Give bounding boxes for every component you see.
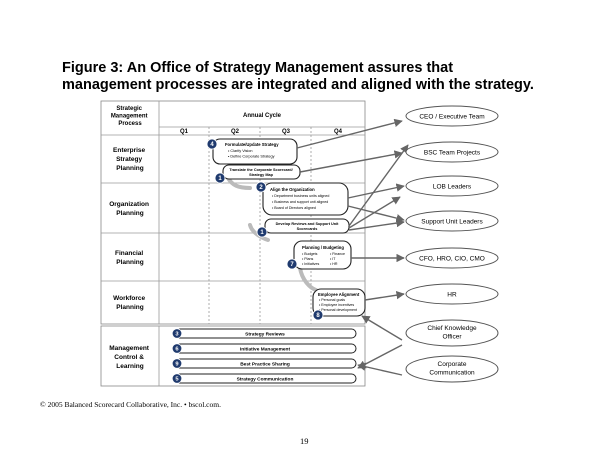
figure-title: Figure 3: An Office of Strategy Manageme… xyxy=(62,60,582,94)
badge-4-label: 4 xyxy=(210,142,214,148)
box-employee-title: Employee Alignment xyxy=(318,292,360,297)
box-formulate-item-1: • Clarify Vision xyxy=(228,149,252,153)
box-align-item-3: • Board of Directors aligned xyxy=(272,206,316,210)
cloud-comm-label-2: Communication xyxy=(429,370,475,377)
badge-6 xyxy=(171,343,183,354)
badge-8 xyxy=(312,309,324,321)
control-bar-initiative-management: Initiative Management 6 xyxy=(171,343,357,354)
control-bar-label-3: Best Practice Sharing xyxy=(240,362,290,368)
cloud-hr: HR xyxy=(405,283,499,305)
box-employee-item-1: • Personal goals xyxy=(319,298,345,302)
quarter-q3: Q3 xyxy=(282,129,291,135)
header-annual-cycle: Annual Cycle xyxy=(243,113,282,119)
copyright-notice: © 2005 Balanced Scorecard Collaborative,… xyxy=(40,400,221,409)
cloud-bsc-team: BSC Team Projects xyxy=(405,141,499,163)
badge-1-reviews-label: 1 xyxy=(260,230,264,236)
box-employee-item-3: • Personal development xyxy=(319,308,357,312)
cloud-bsc-label: BSC Team Projects xyxy=(424,150,481,157)
control-bar-best-practice: Best Practice Sharing 9 xyxy=(171,358,357,369)
badge-9 xyxy=(171,358,183,369)
box-align-item-1: • Department business units aligned xyxy=(272,194,329,198)
badge-1-reviews xyxy=(256,226,268,238)
page-number: 19 xyxy=(300,436,309,446)
badge-3-label: 3 xyxy=(175,332,179,338)
row-label-control: Management Control & Learning xyxy=(109,345,151,370)
box-reviews-title-2: Scorecards xyxy=(297,227,318,231)
cloud-ceo-label: CEO / Executive Team xyxy=(419,114,484,121)
box-employee-item-2: • Employee incentives xyxy=(319,303,354,307)
box-planning-budgeting: Planning / Budgeting • Budgets • Plans •… xyxy=(286,240,352,270)
badge-3 xyxy=(171,328,183,339)
cloud-ceo: CEO / Executive Team xyxy=(405,105,499,127)
quarter-q2: Q2 xyxy=(231,129,240,135)
cloud-support-unit: Support Unit Leaders xyxy=(405,210,499,232)
control-bar-label-1: Strategy Reviews xyxy=(245,332,285,338)
box-employee-alignment: Employee Alignment • Personal goals • Em… xyxy=(312,288,366,321)
box-financial-col1-1: • Budgets xyxy=(302,252,318,256)
row-label-workforce: Workforce Planning xyxy=(113,295,147,311)
row-label-enterprise: Enterprise Strategy Planning xyxy=(113,147,147,172)
cloud-support-label: Support Unit Leaders xyxy=(421,219,483,226)
badge-2 xyxy=(255,181,267,193)
badge-9-label: 9 xyxy=(175,362,179,368)
cloud-lob-leaders: LOB Leaders xyxy=(405,175,499,197)
box-formulate-strategy: Formulate/Update Strategy • Clarify Visi… xyxy=(206,138,298,165)
control-bar-label-2: Initiative Management xyxy=(240,347,291,353)
box-financial-col1-3: • Initiatives xyxy=(302,262,319,266)
badge-4 xyxy=(206,138,218,150)
badge-2-label: 2 xyxy=(259,185,263,191)
box-develop-reviews: Develop Reviews and Support Unit Scoreca… xyxy=(256,218,350,238)
figure-title-line1: Figure 3: An Office of Strategy Manageme… xyxy=(62,60,454,76)
control-bar-strategy-communication: Strategy Communication 5 xyxy=(171,373,357,384)
cloud-cko-label-1: Chief Knowledge xyxy=(427,325,477,332)
stakeholder-clouds: CEO / Executive Team BSC Team Projects L… xyxy=(405,105,499,383)
badge-1-map xyxy=(214,172,226,184)
box-align-item-2: • Business and support unit aligned xyxy=(272,200,328,204)
cloud-lob-label: LOB Leaders xyxy=(433,184,472,191)
box-formulate-title: Formulate/Update Strategy xyxy=(225,142,279,147)
cloud-cfo: CFO, HRO, CIO, CMO xyxy=(405,247,499,269)
box-financial-col2-1: • Finance xyxy=(330,252,345,256)
cloud-cfo-label: CFO, HRO, CIO, CMO xyxy=(419,256,485,263)
box-financial-col2-2: • IT xyxy=(330,257,336,261)
row-label-financial: Financial Planning xyxy=(115,250,145,266)
badge-8-label: 8 xyxy=(316,313,320,319)
box-map-title-2: Strategy Map xyxy=(249,173,274,177)
stakeholder-arrows xyxy=(296,118,409,376)
box-align-organization: Align the Organization • Department busi… xyxy=(255,181,349,216)
figure-title-line2: management processes are integrated and … xyxy=(62,77,534,93)
row-label-organization: Organization Planning xyxy=(109,201,151,217)
badge-5-label: 5 xyxy=(175,377,179,383)
cloud-cko-label-2: Officer xyxy=(442,334,462,341)
quarter-q1: Q1 xyxy=(180,129,189,135)
box-strategy-map: Translate the Corporate Scorecard/ Strat… xyxy=(214,164,301,184)
box-formulate-item-2: • Define Corporate Strategy xyxy=(228,155,275,159)
badge-6-label: 6 xyxy=(175,347,179,353)
cloud-comm-label-1: Corporate xyxy=(438,361,467,368)
box-financial-col1-2: • Plans xyxy=(302,257,313,261)
badge-7-label: 7 xyxy=(290,262,294,268)
cloud-hr-label: HR xyxy=(447,292,457,299)
badge-5 xyxy=(171,373,183,384)
box-financial-col2-3: • HR xyxy=(330,262,338,266)
badge-1-map-label: 1 xyxy=(218,176,222,182)
control-bar-label-4: Strategy Communication xyxy=(237,377,294,383)
cloud-cko: Chief Knowledge Officer xyxy=(405,319,499,347)
control-bar-strategy-reviews: Strategy Reviews 3 xyxy=(171,328,357,339)
box-financial-title: Planning / Budgeting xyxy=(302,245,344,250)
header-process: Strategic Management Process xyxy=(111,106,149,127)
box-reviews-title-1: Develop Reviews and Support Unit xyxy=(276,222,340,226)
box-align-title: Align the Organization xyxy=(270,187,315,192)
badge-7 xyxy=(286,258,298,270)
box-map-title-1: Translate the Corporate Scorecard/ xyxy=(229,168,293,172)
cloud-corp-comm: Corporate Communication xyxy=(405,355,499,383)
quarter-q4: Q4 xyxy=(334,129,343,135)
